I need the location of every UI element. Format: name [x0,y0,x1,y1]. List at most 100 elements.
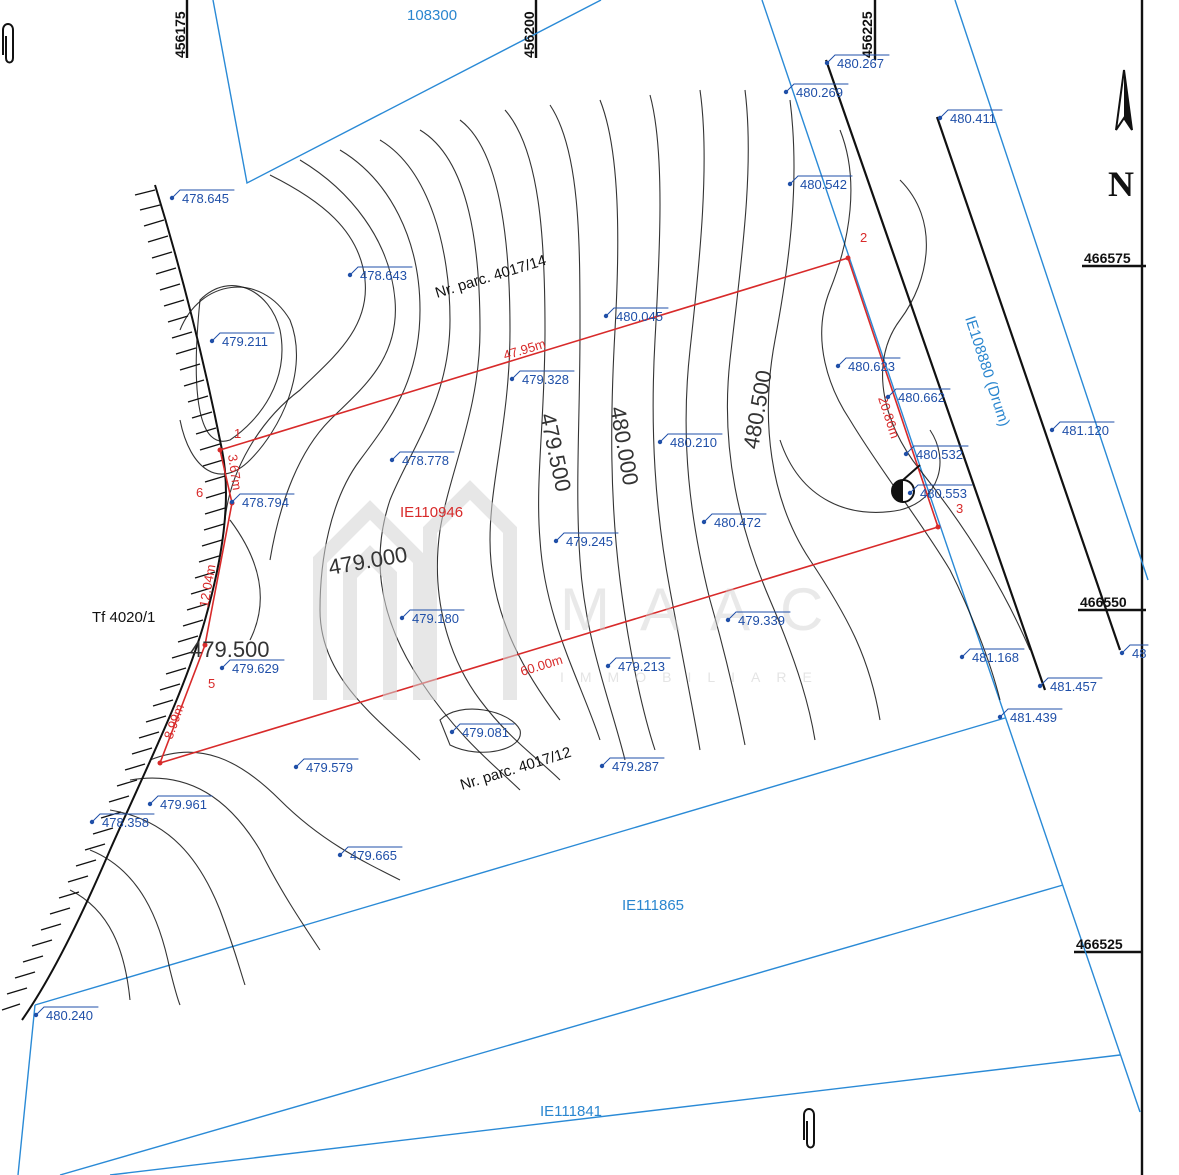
spot-height: 479.287 [599,757,665,774]
spot-height: 479.629 [219,659,285,676]
spot-height: 480.210 [657,433,723,450]
spot-height-leader [909,484,973,494]
spot-height: 480.532 [903,445,969,462]
spot-height-point [903,451,909,457]
parcel-labels: 108300 IE110946 IE108880 (Drum) IE111865… [92,7,1013,1120]
spot-height-point [937,115,943,121]
spot-height: 479.245 [553,532,619,549]
watermark-sub: IMMOBILIARE [560,669,828,685]
spot-height-label: 479.213 [618,659,665,674]
spot-height-leader [659,433,723,443]
spot-height-point [1119,650,1125,656]
contour-label: 479.500 [535,411,576,494]
spot-height-point [33,1012,39,1018]
spot-height-label: 480.623 [848,359,895,374]
grid-x-label: 456225 [859,11,875,58]
watermark-brand: MAAC [560,576,853,643]
parcel-label-lower: IE111865 [622,897,684,914]
spot-height-label: 479.081 [462,725,509,740]
contour-label: 479.500 [190,637,270,662]
spot-height-point [449,729,455,735]
spot-height-point [701,519,707,525]
valve-symbol-icon [891,464,921,503]
spot-height-leader [221,659,285,669]
embankment-hatching [1,184,227,1021]
spot-height: 479.961 [147,795,213,812]
spot-height-leader [149,795,213,805]
spot-height-point [907,490,913,496]
spot-height: 478.358 [89,813,155,830]
spot-height-leader [1039,677,1103,687]
spot-height-leader [999,708,1063,718]
spot-height-leader [887,388,951,398]
spot-height-label: 480.542 [800,177,847,192]
spot-height-label: 480.553 [920,486,967,501]
spot-height-label: 480.045 [616,309,663,324]
parcel-number-west: Tf 4020/1 [92,609,155,626]
spot-height-leader [605,307,669,317]
spot-height-leader [511,370,575,380]
spot-height: 480.045 [603,307,669,324]
grid-y-label: 466550 [1080,594,1127,610]
spot-height-leader [349,266,413,276]
dimension-label: 8.99m [161,702,187,741]
spot-height-point [824,60,830,66]
spot-height-point [783,89,789,95]
spot-height-label: 479.579 [306,760,353,775]
spot-height-point [725,617,731,623]
spot-height-label: 48 [1132,646,1146,661]
spot-height: 481.439 [997,708,1063,725]
spot-height-leader [727,611,791,621]
spot-height-leader [703,513,767,523]
spot-height: 479.213 [605,657,671,674]
grid-lines [185,0,1146,1175]
spot-height: 480.472 [701,513,767,530]
north-arrow-icon: N [1108,69,1134,204]
spot-height-label: 481.168 [972,650,1019,665]
spot-height-point [553,538,559,544]
spot-height: 480.553 [907,484,973,501]
spot-height-label: 480.240 [46,1008,93,1023]
spot-height: 480.269 [783,83,849,100]
spot-height-label: 478.778 [402,453,449,468]
spot-height-point [1049,427,1055,433]
spot-height: 480.411 [937,109,1003,126]
spot-height-point [147,801,153,807]
spot-height-label: 480.267 [837,56,884,71]
spot-height: 479.665 [337,846,403,863]
vertex-label: 2 [860,230,867,245]
spot-height-point [657,439,663,445]
spot-height-label: 480.269 [796,85,843,100]
spot-height-point [347,272,353,278]
road-edges [824,59,1122,691]
spot-height-leader [1051,421,1115,431]
vertex-label: 3 [956,501,963,516]
dimension-label: 3.67m [225,453,245,491]
paperclip-icon [803,1108,815,1149]
spot-height-label: 480.210 [670,435,717,450]
spot-height: 480.662 [885,388,951,405]
parcel-number-north: Nr. parc. 4017/14 [433,252,548,302]
spot-height-leader [555,532,619,542]
parcel-boundaries [17,0,1149,1175]
spot-height-point [399,615,405,621]
spot-height-label: 479.245 [566,534,613,549]
spot-height-label: 478.645 [182,191,229,206]
spot-height-label: 479.211 [222,334,268,349]
spot-height-point [219,665,225,671]
spot-height-point [89,819,95,825]
spot-height-point [599,763,605,769]
grid-y-label: 466575 [1084,250,1131,266]
spot-height-leader [35,1006,99,1016]
spot-height: 480.623 [835,357,901,374]
parcel-label-road: IE108880 (Drum) [961,314,1013,429]
spot-height-leader [905,445,969,455]
parcel-label-main: IE110946 [400,504,463,521]
watermark: MAAC IMMOBILIARE [313,480,853,700]
dimension-label: 60.00m [518,652,564,679]
spot-height-leader [837,357,901,367]
spot-height-point [605,663,611,669]
spot-height-leader [785,83,849,93]
spot-height-point [835,363,841,369]
